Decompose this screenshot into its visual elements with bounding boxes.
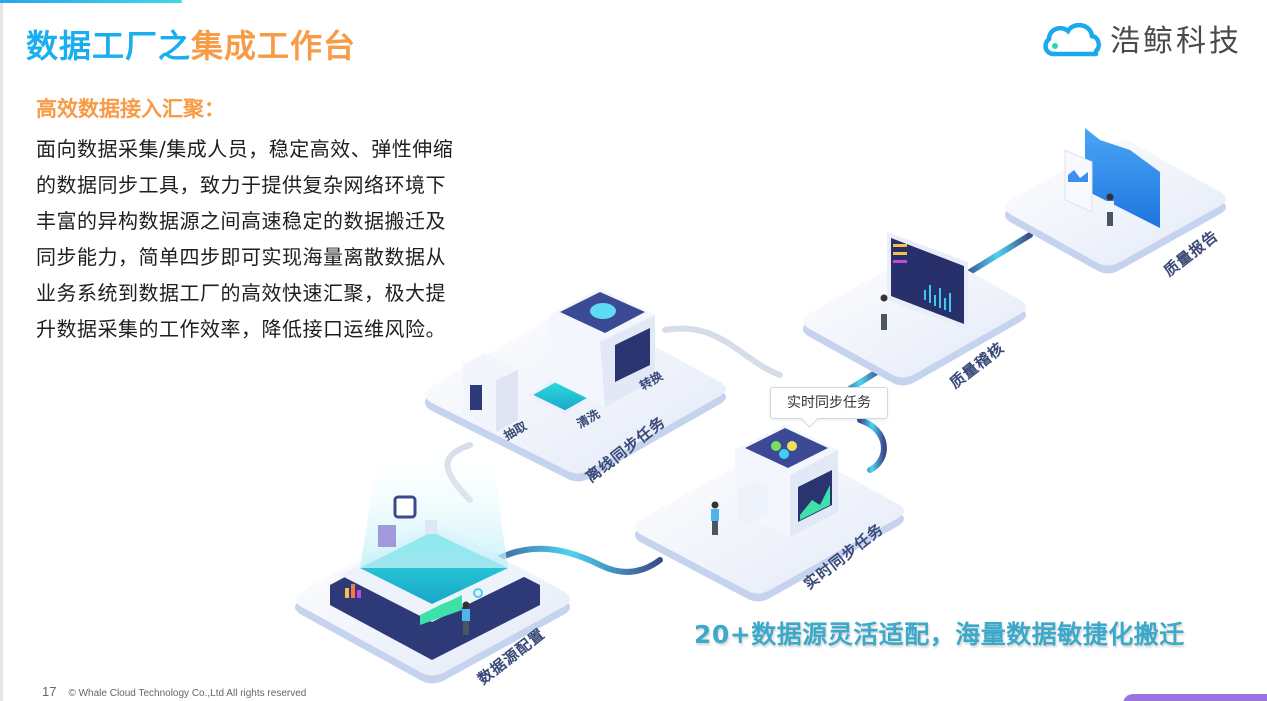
cable [477,545,663,575]
left-edge-border [0,0,3,701]
footer: 17 © Whale Cloud Technology Co.,Ltd All … [42,684,306,699]
person-icon [880,294,888,330]
section-heading: 高效数据接入汇聚： [36,97,225,121]
description-line: 业务系统到数据工厂的高效快速汇聚，极大提 [36,281,446,305]
platform-realtime-sync [635,425,904,602]
person-icon [711,501,719,535]
workflow-diagram [295,128,1226,684]
description-line: 丰富的异构数据源之间高速稳定的数据搬迁及 [36,209,446,233]
platform-quality-audit [803,232,1026,386]
platform-quality-report [1005,128,1226,274]
copyright-text: © Whale Cloud Technology Co.,Ltd All rig… [68,688,307,699]
tagline: 20+数据源灵活适配，海量数据敏捷化搬迁 [694,620,1185,649]
description-line: 同步能力，简单四步即可实现海量离散数据从 [36,245,446,269]
description-line: 的数据同步工具，致力于提供复杂网络环境下 [36,173,446,197]
description-line: 面向数据采集/集成人员，稳定高效、弹性伸缩 [36,137,454,161]
logo-text: 浩鲸科技 [1110,24,1242,59]
corner-decoration [1123,694,1267,701]
person-icon [1106,193,1114,226]
title-part-blue: 数据工厂之 [26,27,192,65]
realtime-sync-callout: 实时同步任务 [770,387,888,419]
top-accent-bar [0,0,182,3]
platform-data-source [295,440,570,684]
page-title: 数据工厂之集成工作台 [26,22,356,70]
cloud-icon [1040,20,1104,64]
description-paragraph: 面向数据采集/集成人员，稳定高效、弹性伸缩 的数据同步工具，致力于提供复杂网络环… [36,131,486,347]
company-logo: 浩鲸科技 [1040,20,1242,64]
title-part-orange: 集成工作台 [191,27,357,65]
page-number: 17 [42,684,57,699]
platform-offline-sync [425,288,726,482]
description-line: 升数据采集的工作效率，降低接口运维风险。 [36,317,446,341]
person-icon [462,601,470,635]
